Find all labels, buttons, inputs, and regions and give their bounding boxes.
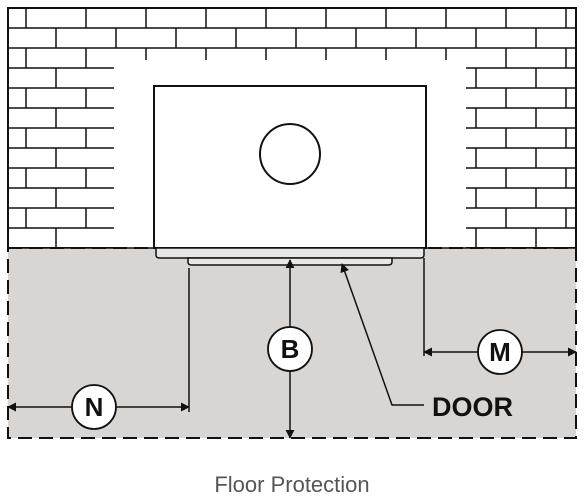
callout-n-circle	[71, 384, 117, 430]
stove-base	[155, 247, 425, 259]
figure-caption: Floor Protection	[214, 472, 370, 497]
door-label: DOOR	[432, 392, 513, 422]
callout-b-circle	[267, 326, 313, 372]
callout-m-label: M	[489, 337, 511, 367]
callout-m-circle	[477, 329, 523, 375]
door-leader-line	[340, 263, 424, 406]
brick-pattern	[8, 8, 576, 248]
flue-collar	[259, 123, 321, 185]
callout-n-label: N	[85, 392, 104, 422]
callout-b-label: B	[281, 334, 300, 364]
